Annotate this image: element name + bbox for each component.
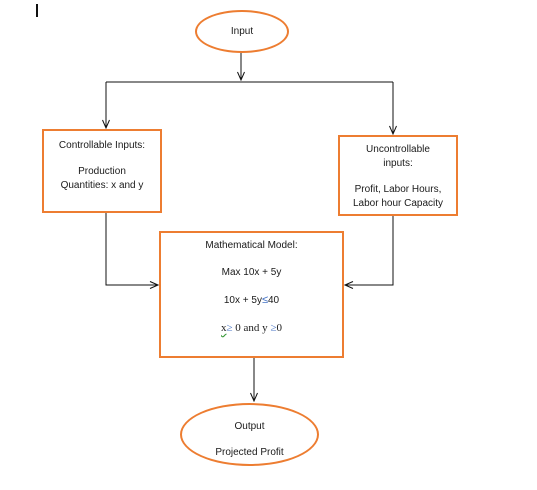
model-objective: Max 10x + 5y <box>221 267 282 278</box>
model-title: Mathematical Model: <box>205 240 298 251</box>
uncontrollable-title-1: Uncontrollable <box>366 144 430 155</box>
output-line-1: Projected Profit <box>215 447 284 458</box>
constraint-rhs: 40 <box>268 295 280 306</box>
connector-controllable-to-model <box>105 213 158 285</box>
output-node: Output Projected Profit <box>180 403 319 466</box>
controllable-inputs-box: Controllable Inputs: Production Quantiti… <box>42 129 162 213</box>
uncontrollable-line-1: Profit, Labor Hours, <box>354 184 442 195</box>
nonneg-x: x <box>221 322 227 334</box>
nonneg-mid: 0 and y <box>235 322 268 334</box>
constraint-lhs: 10x + 5y <box>223 295 262 306</box>
input-label: Input <box>230 26 254 37</box>
less-equal-symbol: ≤ <box>261 294 268 306</box>
uncontrollable-line-2: Labor hour Capacity <box>352 198 444 209</box>
uncontrollable-inputs-box: Uncontrollable inputs: Profit, Labor Hou… <box>338 135 458 216</box>
mathematical-model-box: Mathematical Model: Max 10x + 5y 10x + 5… <box>159 231 344 358</box>
greater-equal-symbol-1: ≥ <box>226 322 233 334</box>
input-node: Input <box>195 10 289 53</box>
uncontrollable-title-2: inputs: <box>383 158 413 169</box>
nonneg-end: 0 <box>276 322 282 334</box>
connector-uncontrollable-to-model <box>345 216 394 285</box>
model-constraint: 10x + 5y≤40 <box>161 293 342 308</box>
controllable-title: Controllable Inputs: <box>58 140 146 151</box>
controllable-line-2: Quantities: x and y <box>60 180 144 191</box>
output-title: Output <box>234 421 265 432</box>
model-nonnegativity: x≥ 0 and y ≥0 <box>161 321 342 335</box>
controllable-line-1: Production <box>78 166 126 177</box>
greater-equal-symbol-2: ≥ <box>270 322 277 334</box>
text-cursor-mark <box>36 4 38 17</box>
